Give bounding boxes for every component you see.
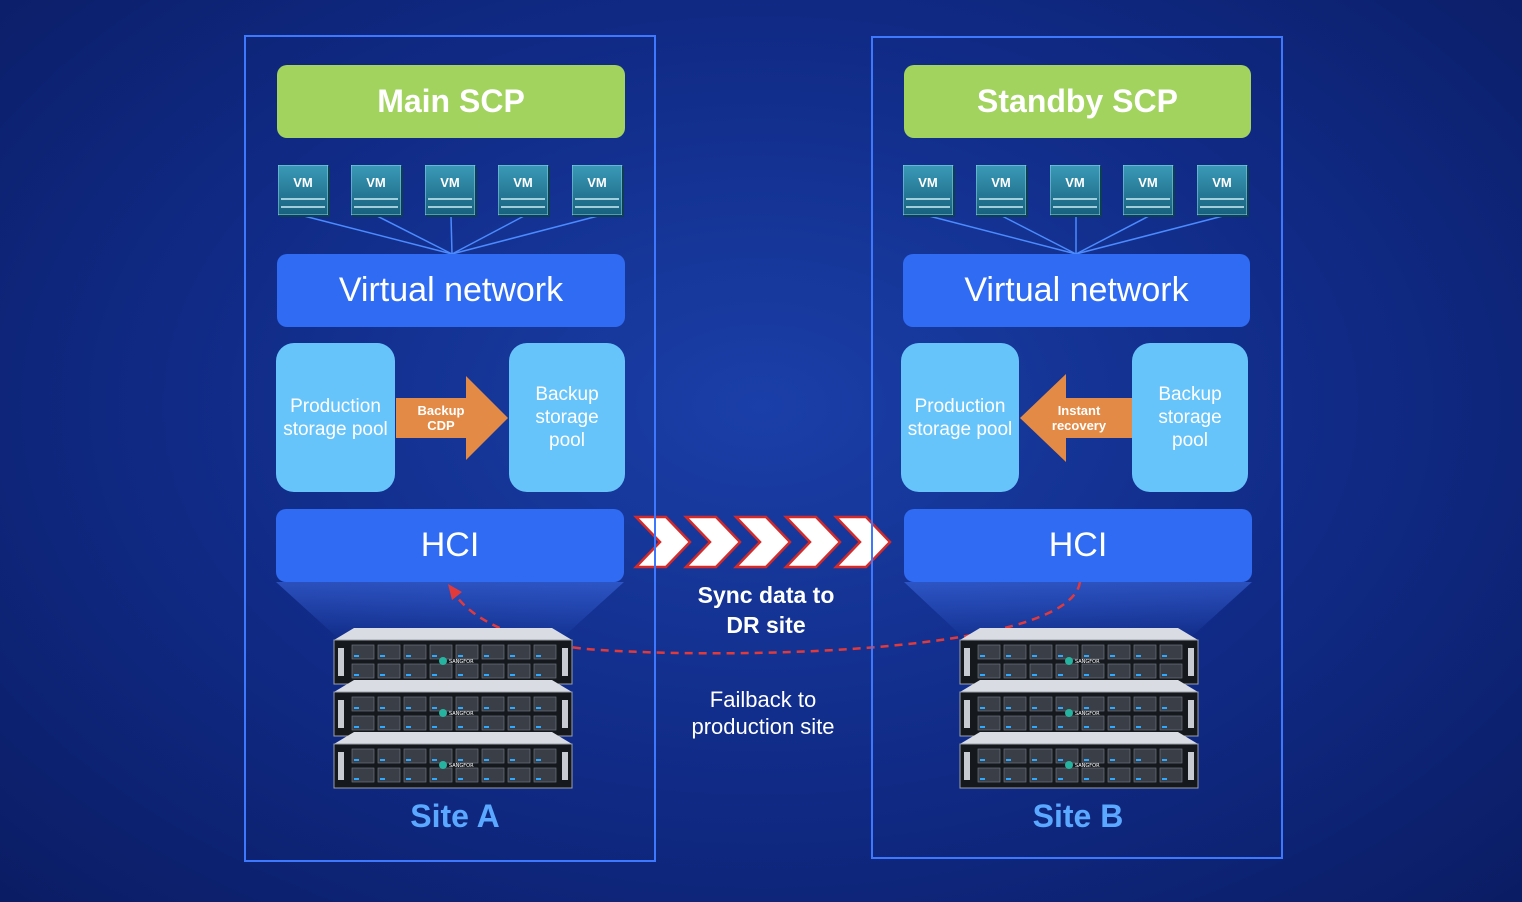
- vm-icon: VM: [1049, 164, 1102, 217]
- site-b-frame: [871, 36, 1283, 859]
- vm-icon: VM: [277, 164, 330, 217]
- sync-label: Sync data to DR site: [697, 582, 835, 638]
- vm-icon: VM: [350, 164, 403, 217]
- vm-cube-icon: [975, 164, 1028, 217]
- backup-pool-label: Backup storage pool: [1158, 384, 1222, 451]
- vm-cube-icon: [497, 164, 550, 217]
- server-unit: SANGFOR: [333, 628, 573, 685]
- main-scp-title: Main SCP: [377, 83, 525, 119]
- hci-label: HCI: [420, 526, 480, 564]
- site-a-frame: [244, 35, 656, 862]
- vm-label: VM: [1138, 175, 1158, 190]
- vm-label: VM: [293, 175, 313, 190]
- vm-cube-icon: [277, 164, 330, 217]
- failback-curve: [450, 581, 1082, 655]
- virtual-network-label: Virtual network: [338, 271, 564, 309]
- virtual-network-site-b: Virtual network: [903, 254, 1250, 327]
- backup-pool-site-a: Backup storage pool: [509, 343, 625, 492]
- svg-text:SANGFOR: SANGFOR: [1075, 711, 1100, 717]
- failback-arrowhead: [448, 584, 462, 600]
- server-unit: SANGFOR: [959, 732, 1199, 789]
- backup-pool-label: Backup storage pool: [535, 384, 599, 451]
- server-unit: SANGFOR: [959, 628, 1199, 685]
- vm-icon: VM: [571, 164, 624, 217]
- server-unit: SANGFOR: [333, 732, 573, 789]
- vm-icon: VM: [902, 164, 955, 217]
- beam-site-b: [904, 582, 1252, 640]
- beam-site-a: [276, 582, 624, 640]
- server-rack-site-b: SANGFOR SANGFOR SANGFOR: [959, 628, 1199, 789]
- vm-connectors-site-a: [303, 215, 599, 255]
- main-scp-box: Main SCP: [277, 65, 625, 138]
- vm-label: VM: [513, 175, 533, 190]
- vm-label: VM: [1212, 175, 1232, 190]
- backup-cdp-label: Backup CDP: [417, 403, 465, 433]
- sync-chevrons: [633, 515, 892, 569]
- vm-cube-icon: [350, 164, 403, 217]
- site-a-label: Site A: [410, 798, 500, 834]
- svg-text:SANGFOR: SANGFOR: [449, 711, 474, 717]
- virtual-network-site-a: Virtual network: [277, 254, 625, 327]
- vm-icon: VM: [424, 164, 477, 217]
- vm-icon: VM: [975, 164, 1028, 217]
- vm-icon: VM: [497, 164, 550, 217]
- vm-icon: VM: [1196, 164, 1249, 217]
- vm-cube-icon: [1122, 164, 1175, 217]
- vm-connectors-site-b: [928, 215, 1224, 255]
- hci-site-a: HCI: [276, 509, 624, 582]
- server-unit: SANGFOR: [333, 680, 573, 737]
- svg-text:SANGFOR: SANGFOR: [1075, 763, 1100, 769]
- svg-text:SANGFOR: SANGFOR: [1075, 659, 1100, 665]
- vm-cube-icon: [902, 164, 955, 217]
- server-rack-site-a: SANGFOR SANGFOR SANGFOR: [333, 628, 573, 789]
- production-pool-label: Production storage pool: [907, 395, 1013, 440]
- standby-scp-title: Standby SCP: [977, 83, 1178, 119]
- vm-label: VM: [440, 175, 460, 190]
- svg-text:SANGFOR: SANGFOR: [449, 763, 474, 769]
- svg-text:SANGFOR: SANGFOR: [449, 659, 474, 665]
- backup-pool-site-b: Backup storage pool: [1132, 343, 1248, 492]
- vm-cube-icon: [571, 164, 624, 217]
- hci-label: HCI: [1048, 526, 1108, 564]
- instant-recovery-arrow: [1020, 374, 1132, 462]
- standby-scp-box: Standby SCP: [904, 65, 1251, 138]
- vm-icon: VM: [1122, 164, 1175, 217]
- vm-cube-icon: [1049, 164, 1102, 217]
- vm-cube-icon: [424, 164, 477, 217]
- failback-label: Failback to production site: [691, 687, 835, 739]
- backup-cdp-arrow: [396, 376, 508, 460]
- vm-label: VM: [991, 175, 1011, 190]
- virtual-network-label: Virtual network: [964, 271, 1189, 309]
- production-pool-label: Production storage pool: [283, 395, 388, 440]
- server-unit: SANGFOR: [959, 680, 1199, 737]
- vm-label: VM: [1065, 175, 1085, 190]
- production-pool-site-b: Production storage pool: [901, 343, 1019, 492]
- vm-cube-icon: [1196, 164, 1249, 217]
- hci-site-b: HCI: [904, 509, 1252, 582]
- site-b-label: Site B: [1032, 798, 1124, 834]
- vm-label: VM: [366, 175, 386, 190]
- production-pool-site-a: Production storage pool: [276, 343, 395, 492]
- vm-label: VM: [587, 175, 607, 190]
- vm-label: VM: [918, 175, 938, 190]
- instant-recovery-label: Instant recovery: [1051, 403, 1107, 433]
